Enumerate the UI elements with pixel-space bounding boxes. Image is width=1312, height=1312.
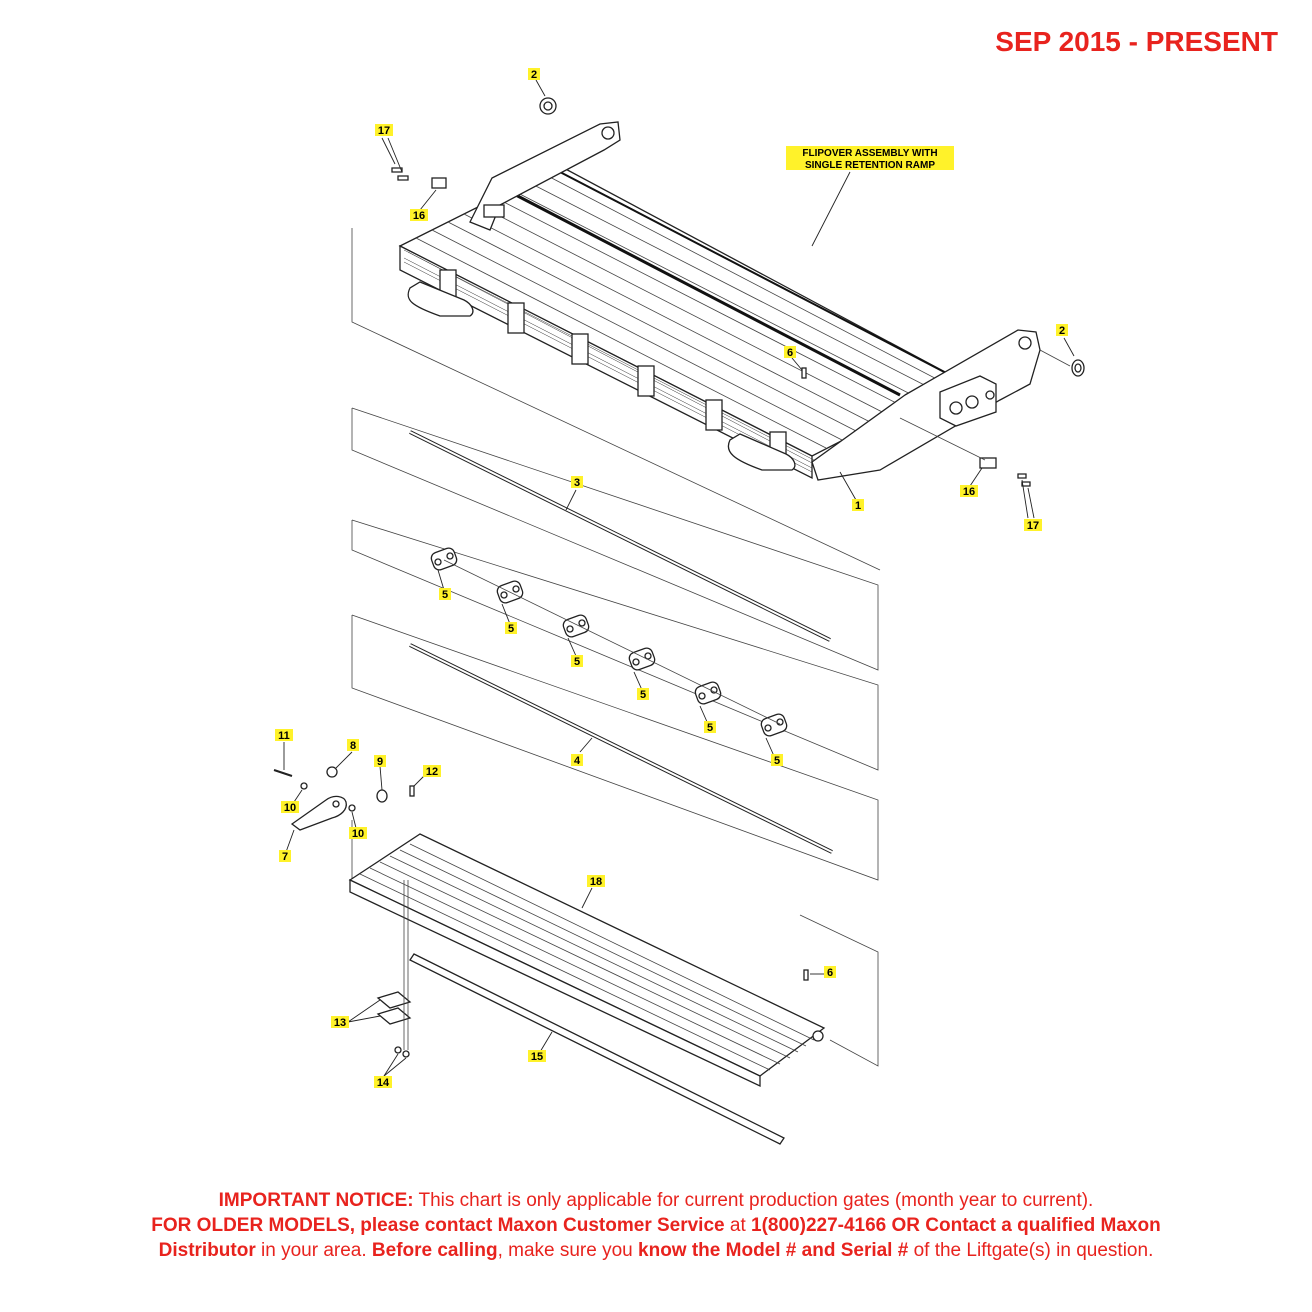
notice-line-3: Distributor in your area. Before calling… bbox=[158, 1240, 1154, 1261]
bracket-16-left bbox=[419, 177, 447, 211]
callout-16-top: 16 bbox=[410, 209, 428, 222]
washer-10-left bbox=[293, 782, 308, 803]
callout-1: 1 bbox=[852, 499, 864, 512]
flipover-platform bbox=[398, 121, 1041, 481]
callout-6-bottom: 6 bbox=[824, 966, 836, 979]
hinge-link-1 bbox=[430, 547, 458, 591]
callout-10-right: 10 bbox=[349, 827, 367, 840]
hinge-link-3 bbox=[562, 614, 590, 657]
screws-14 bbox=[383, 1046, 410, 1077]
callout-16-right: 16 bbox=[960, 485, 978, 498]
callout-2-right: 2 bbox=[1056, 324, 1068, 337]
svg-text:14: 14 bbox=[377, 1077, 390, 1089]
svg-text:13: 13 bbox=[334, 1017, 346, 1029]
important-notice: IMPORTANT NOTICE: This chart is only app… bbox=[0, 1188, 1312, 1263]
retention-bar-15 bbox=[409, 953, 785, 1145]
lever-7 bbox=[285, 795, 347, 853]
svg-text:12: 12 bbox=[426, 766, 438, 778]
svg-text:2: 2 bbox=[1059, 325, 1065, 337]
clips-13 bbox=[347, 880, 412, 1050]
plane-outlines bbox=[351, 228, 881, 1067]
svg-text:8: 8 bbox=[350, 740, 356, 752]
callout-12: 12 bbox=[423, 765, 441, 778]
hinge-link-2 bbox=[496, 580, 524, 625]
notice-line-1: IMPORTANT NOTICE: This chart is only app… bbox=[218, 1190, 1094, 1211]
callout-2-top: 2 bbox=[528, 68, 540, 81]
date-range-header: SEP 2015 - PRESENT bbox=[995, 26, 1278, 57]
svg-text:6: 6 bbox=[787, 347, 793, 359]
hinge-link-6 bbox=[760, 713, 788, 757]
callout-5-c: 5 bbox=[571, 655, 583, 668]
svg-text:18: 18 bbox=[590, 876, 602, 888]
exploded-parts-diagram: FLIPOVER ASSEMBLY WITH SINGLE RETENTION … bbox=[273, 68, 1085, 1145]
hinge-link-4 bbox=[628, 647, 656, 691]
hinge-link-5 bbox=[694, 681, 722, 725]
callout-5-d: 5 bbox=[637, 688, 649, 701]
callout-11: 11 bbox=[275, 729, 293, 742]
svg-text:3: 3 bbox=[574, 477, 580, 489]
callout-10-left: 10 bbox=[281, 801, 299, 814]
callout-5-a: 5 bbox=[439, 588, 451, 601]
callout-6-top: 6 bbox=[784, 346, 796, 359]
callout-5-f: 5 bbox=[771, 754, 783, 767]
assembly-title-callout: FLIPOVER ASSEMBLY WITH SINGLE RETENTION … bbox=[786, 146, 954, 247]
svg-text:16: 16 bbox=[413, 210, 425, 222]
svg-text:5: 5 bbox=[774, 755, 780, 767]
svg-text:9: 9 bbox=[377, 756, 383, 768]
callout-14: 14 bbox=[374, 1076, 392, 1089]
hinge-links-5 bbox=[430, 547, 788, 757]
bracket-16-right bbox=[969, 457, 997, 487]
callout-18: 18 bbox=[587, 875, 605, 888]
screws-17-right bbox=[1017, 473, 1035, 519]
bushing-right bbox=[1039, 337, 1085, 377]
svg-text:5: 5 bbox=[640, 689, 646, 701]
bushing-left bbox=[535, 79, 557, 115]
svg-text:5: 5 bbox=[574, 656, 580, 668]
svg-text:5: 5 bbox=[442, 589, 448, 601]
washer-10-right bbox=[348, 804, 357, 829]
screws-17-left bbox=[381, 137, 409, 181]
svg-text:4: 4 bbox=[574, 755, 581, 767]
callout-8: 8 bbox=[347, 739, 359, 752]
svg-text:17: 17 bbox=[1027, 520, 1039, 532]
callout-5-e: 5 bbox=[704, 721, 716, 734]
svg-text:10: 10 bbox=[352, 828, 364, 840]
svg-text:10: 10 bbox=[284, 802, 296, 814]
pin-6-upper bbox=[791, 357, 807, 379]
callout-4: 4 bbox=[571, 754, 583, 767]
ramp-18 bbox=[348, 833, 826, 1088]
svg-text:5: 5 bbox=[707, 722, 713, 734]
callout-15: 15 bbox=[528, 1050, 546, 1063]
shaft-3 bbox=[409, 430, 831, 642]
svg-text:7: 7 bbox=[282, 851, 288, 863]
svg-text:17: 17 bbox=[378, 125, 390, 137]
svg-text:6: 6 bbox=[827, 967, 833, 979]
svg-text:1: 1 bbox=[855, 500, 861, 512]
pin-12 bbox=[409, 775, 425, 797]
svg-text:15: 15 bbox=[531, 1051, 543, 1063]
svg-text:11: 11 bbox=[278, 730, 290, 742]
callout-7: 7 bbox=[279, 850, 291, 863]
ring-8 bbox=[326, 751, 353, 778]
svg-text:FLIPOVER ASSEMBLY WITH: FLIPOVER ASSEMBLY WITH bbox=[802, 148, 937, 159]
pin-6-lower bbox=[803, 969, 824, 981]
callout-13: 13 bbox=[331, 1016, 349, 1029]
pin-11 bbox=[273, 742, 293, 777]
ring-9 bbox=[376, 765, 388, 803]
svg-text:16: 16 bbox=[963, 486, 975, 498]
svg-text:SINGLE RETENTION RAMP: SINGLE RETENTION RAMP bbox=[805, 160, 935, 171]
callout-17-right: 17 bbox=[1024, 519, 1042, 532]
callout-9: 9 bbox=[374, 755, 386, 768]
callout-labels: 2 17 16 2 6 1 16 17 3 5 5 5 5 5 5 4 11 8… bbox=[275, 68, 1068, 1089]
svg-text:5: 5 bbox=[508, 623, 514, 635]
callout-5-b: 5 bbox=[505, 622, 517, 635]
callout-3: 3 bbox=[571, 476, 583, 489]
callout-17-top: 17 bbox=[375, 124, 393, 137]
rod-4 bbox=[409, 643, 833, 854]
notice-line-2: FOR OLDER MODELS, please contact Maxon C… bbox=[151, 1215, 1161, 1236]
svg-text:2: 2 bbox=[531, 69, 537, 81]
